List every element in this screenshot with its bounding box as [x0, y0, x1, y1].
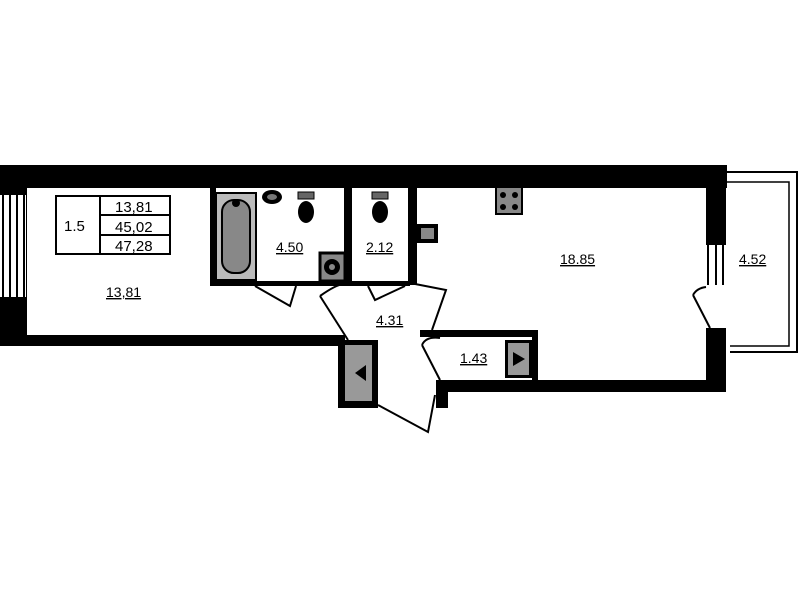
window-right: [706, 245, 726, 285]
total-area-value: 45,02: [115, 219, 153, 236]
rooms-count-label: 1.5: [64, 218, 85, 235]
toilet-area: 2.12: [366, 239, 393, 255]
living-area-value: 13,81: [115, 199, 153, 216]
balcony: [726, 171, 798, 353]
boiler-icon: [417, 224, 438, 243]
storage-area: 1.43: [460, 350, 487, 366]
kitchen-area: 18.85: [560, 251, 595, 267]
wardrobe-icon: [345, 345, 372, 401]
doors: [254, 282, 711, 434]
toilet-icon: [371, 191, 389, 223]
total-with-balcony-value: 47,28: [115, 238, 153, 255]
hallway-area: 4.31: [376, 312, 403, 328]
bathtub-icon: [215, 192, 257, 281]
washing-machine-icon: [318, 251, 347, 283]
wardrobe-icon: [505, 340, 532, 378]
bathroom-area: 4.50: [276, 239, 303, 255]
toilet-icon: [297, 191, 315, 223]
balcony-area: 4.52: [739, 251, 766, 267]
walls: [0, 165, 727, 408]
area-legend: 1.5 13,81 45,02 47,28: [55, 195, 171, 255]
living-room-area: 13,81: [106, 284, 141, 300]
window-left: [0, 195, 26, 297]
stove-icon: [495, 186, 523, 215]
sink-icon: [262, 190, 282, 204]
